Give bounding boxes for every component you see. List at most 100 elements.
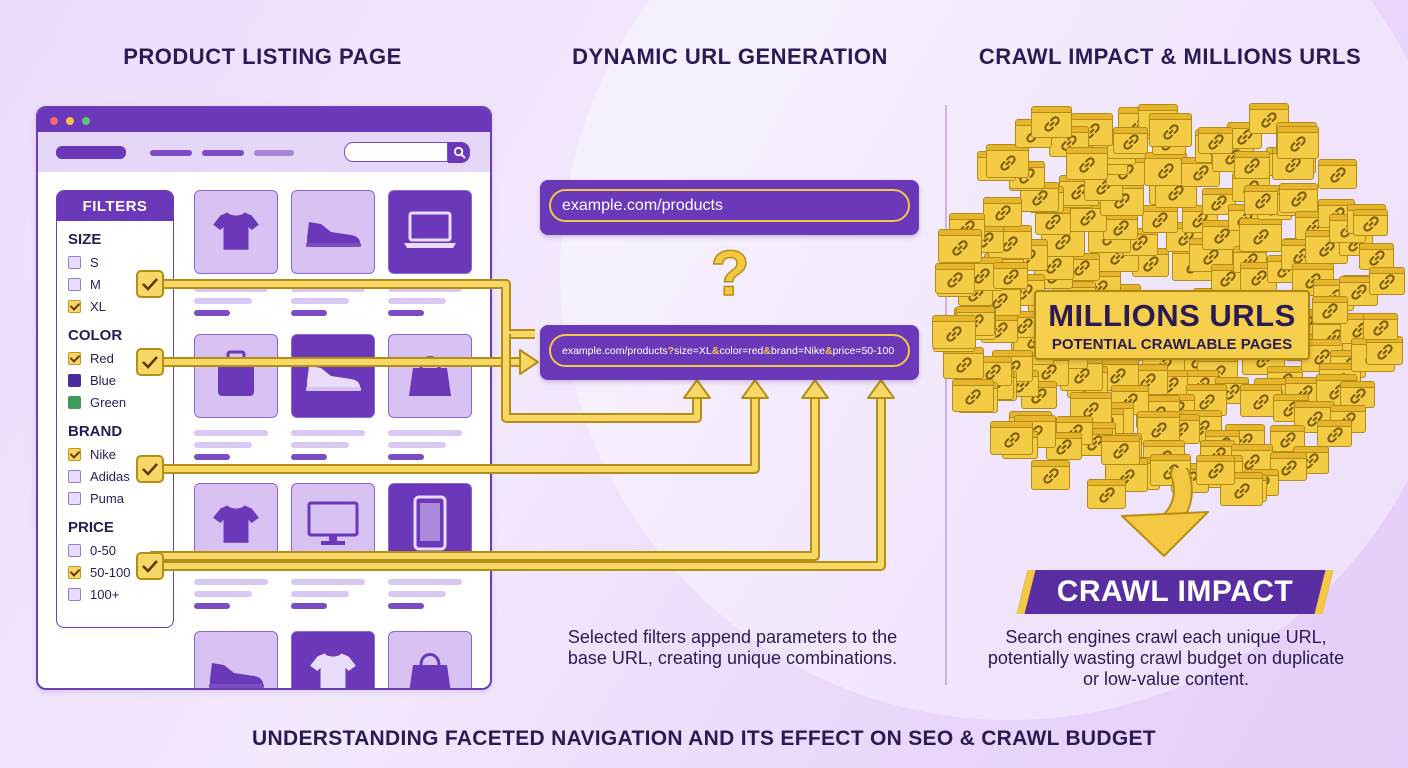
- product-tile[interactable]: [388, 334, 472, 418]
- product-tile[interactable]: [194, 334, 278, 418]
- filter-option-nike[interactable]: Nike: [68, 443, 173, 465]
- filter-option-label: XL: [90, 298, 106, 314]
- window-maximize-dot[interactable]: [82, 117, 90, 125]
- link-icon: [955, 356, 972, 373]
- filter-checkbox[interactable]: [68, 491, 81, 505]
- search-input[interactable]: [344, 142, 448, 162]
- search-button[interactable]: [448, 142, 470, 163]
- section-title-dynamic-url: DYNAMIC URL GENERATION: [572, 44, 888, 69]
- link-icon: [947, 272, 963, 288]
- product-title-placeholder: [388, 430, 462, 436]
- nav-link[interactable]: [202, 150, 244, 156]
- url-page-chip: [1363, 313, 1398, 340]
- window-close-dot[interactable]: [50, 117, 58, 125]
- product-tile[interactable]: [291, 190, 375, 274]
- url-caption: Selected filters append parameters to th…: [567, 627, 898, 668]
- filter-option-m[interactable]: M: [68, 273, 173, 295]
- link-icon: [1112, 443, 1129, 459]
- product-tile[interactable]: [194, 190, 278, 274]
- nav-link[interactable]: [254, 150, 294, 156]
- product-tile[interactable]: [291, 483, 375, 567]
- product-title-placeholder: [388, 579, 462, 585]
- url-page-chip: [1369, 267, 1405, 295]
- base-url-box: example.com/products: [540, 180, 919, 235]
- filter-checkbox[interactable]: [68, 277, 81, 291]
- filter-option-adidas[interactable]: Adidas: [68, 465, 173, 487]
- product-tile[interactable]: [194, 631, 278, 688]
- url-page-chip: [1142, 205, 1178, 233]
- product-title-placeholder: [291, 430, 365, 436]
- url-segment: example.com/products: [562, 344, 668, 357]
- link-icon: [1326, 427, 1343, 443]
- link-icon: [1329, 167, 1346, 183]
- section-divider: [945, 105, 947, 685]
- filter-checkbox[interactable]: [68, 395, 81, 409]
- link-icon: [1080, 210, 1096, 226]
- link-icon: [1055, 234, 1071, 250]
- link-icon: [1350, 284, 1367, 300]
- product-desc-placeholder: [194, 442, 252, 448]
- filter-checkbox[interactable]: [68, 543, 81, 557]
- generated-url-field[interactable]: example.com/products?size=XL&color=red&b…: [549, 334, 910, 367]
- filter-checkbox[interactable]: [68, 469, 81, 483]
- url-page-chip: [993, 262, 1028, 289]
- filter-option-100-[interactable]: 100+: [68, 583, 173, 605]
- generated-url-box: example.com/products?size=XL&color=red&b…: [540, 325, 919, 380]
- product-tile[interactable]: [291, 334, 375, 418]
- filter-option-50-100[interactable]: 50-100: [68, 561, 173, 583]
- filter-checkbox[interactable]: [68, 255, 81, 269]
- base-url-field[interactable]: example.com/products: [549, 189, 910, 222]
- product-title-placeholder: [194, 579, 268, 585]
- filter-checkbox[interactable]: [68, 299, 81, 313]
- product-tile[interactable]: [291, 631, 375, 688]
- filter-checkbox[interactable]: [68, 447, 81, 461]
- link-icon: [1074, 260, 1090, 276]
- url-separator: ?: [667, 344, 675, 357]
- product-tile[interactable]: [388, 190, 472, 274]
- filter-option-red[interactable]: Red: [68, 347, 173, 369]
- url-page-chip: [1137, 411, 1180, 445]
- filter-checkbox[interactable]: [68, 351, 81, 365]
- product-price-placeholder: [291, 603, 327, 609]
- link-icon: [1290, 191, 1307, 207]
- product-tile[interactable]: [388, 631, 472, 688]
- filter-option-puma[interactable]: Puma: [68, 487, 173, 509]
- link-icon: [1162, 124, 1179, 140]
- link-icon: [1250, 270, 1267, 286]
- tshirt-icon: [307, 645, 359, 688]
- url-page-chip: [1353, 209, 1388, 236]
- link-icon: [994, 205, 1011, 221]
- filter-option-xl[interactable]: XL: [68, 295, 173, 317]
- filter-option-label: Nike: [90, 446, 117, 462]
- base-url-text: example.com/products: [562, 196, 723, 214]
- filter-checkbox[interactable]: [68, 373, 81, 387]
- filter-option-s[interactable]: S: [68, 251, 173, 273]
- filter-option-0-50[interactable]: 0-50: [68, 539, 173, 561]
- product-tile[interactable]: [194, 483, 278, 567]
- browser-titlebar: [38, 108, 490, 132]
- url-page-chip: [935, 263, 975, 294]
- potential-crawlable-pages-label: POTENTIAL CRAWLABLE PAGES: [1051, 336, 1293, 353]
- window-minimize-dot[interactable]: [66, 117, 74, 125]
- link-icon: [1045, 214, 1061, 230]
- url-page-chip: [1066, 147, 1108, 180]
- product-price-placeholder: [194, 603, 230, 609]
- url-page-chip: [1113, 127, 1148, 154]
- filter-option-blue[interactable]: Blue: [68, 369, 173, 391]
- filter-option-green[interactable]: Green: [68, 391, 173, 413]
- link-icon: [1042, 468, 1059, 484]
- url-page-chip: [1318, 159, 1357, 189]
- nav-link[interactable]: [150, 150, 192, 156]
- link-icon: [1220, 271, 1236, 287]
- filter-checkbox[interactable]: [68, 565, 81, 579]
- link-icon: [1122, 134, 1139, 150]
- filter-option-label: Blue: [90, 372, 117, 388]
- link-icon: [1198, 393, 1215, 410]
- link-icon: [1016, 318, 1033, 334]
- url-separator: &: [711, 344, 720, 357]
- link-icon: [1073, 368, 1090, 384]
- product-tile[interactable]: [388, 483, 472, 567]
- filter-checkbox[interactable]: [68, 587, 81, 601]
- site-logo[interactable]: [56, 146, 126, 159]
- url-page-chip: [1249, 103, 1289, 134]
